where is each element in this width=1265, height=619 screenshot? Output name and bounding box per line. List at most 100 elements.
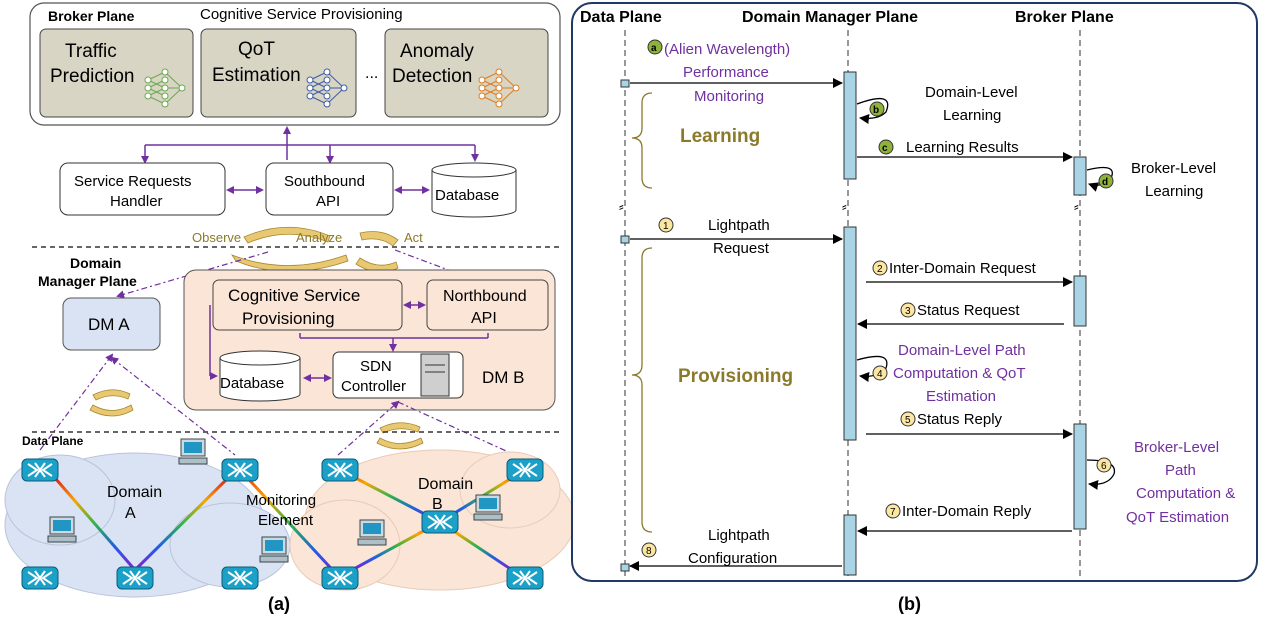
dm-plane-title-2: Manager Plane xyxy=(38,273,137,289)
learning-label: Learning xyxy=(680,126,760,147)
step-b-marker xyxy=(869,101,885,117)
sdn-label-2: Controller xyxy=(341,378,406,395)
caption-b: (b) xyxy=(898,594,921,614)
anomaly-label-2: Detection xyxy=(392,66,472,87)
database-label: Database xyxy=(435,187,499,204)
step-c-letter: c xyxy=(882,143,888,154)
step-b-letter: b xyxy=(873,105,879,116)
perf-mon-2: Performance xyxy=(683,64,769,81)
monitor-pc-icon[interactable] xyxy=(357,519,387,546)
database-icon-dm[interactable] xyxy=(219,350,301,402)
dl-path-3: Estimation xyxy=(926,388,996,405)
router-icon[interactable] xyxy=(506,458,544,482)
sequence-arrows xyxy=(629,78,1116,571)
domain-a-cloud xyxy=(4,452,291,598)
dl-learning-2: Learning xyxy=(943,107,1001,124)
monitoring-label-1: Monitoring xyxy=(246,492,316,509)
inter-domain-request: Inter-Domain Request xyxy=(889,260,1037,277)
router-icon[interactable] xyxy=(421,510,459,534)
step-d-marker xyxy=(1098,173,1114,189)
neural-net-icon-orange xyxy=(478,68,520,108)
router-icon[interactable] xyxy=(321,458,359,482)
monitoring-label-2: Element xyxy=(258,512,314,529)
monitor-pc-icon[interactable] xyxy=(473,494,503,521)
qot-label-1: QoT xyxy=(238,39,275,60)
service-requests-handler[interactable] xyxy=(59,162,226,216)
qot-estimation-box[interactable] xyxy=(200,28,357,118)
csp-dm-label-1: Cognitive Service xyxy=(228,286,360,305)
brace-provisioning xyxy=(631,247,653,533)
step-d-letter: d xyxy=(1102,177,1108,188)
step-5: 5 xyxy=(905,415,911,426)
sb-label-1: Southbound xyxy=(284,173,365,190)
break-mark: ⸗ xyxy=(619,198,624,214)
csp-dm-box[interactable] xyxy=(212,279,403,331)
loop-arrows-small-b xyxy=(376,422,424,450)
northbound-api-box[interactable] xyxy=(426,279,549,331)
data-plane-title: Data Plane xyxy=(22,434,84,448)
domain-a-label-2: A xyxy=(125,505,136,522)
broker-plane-title: Broker Plane xyxy=(48,8,135,24)
srh-label-2: Handler xyxy=(110,193,163,210)
lightpath-request-1: Lightpath xyxy=(708,217,770,234)
break-mark: ⸗ xyxy=(842,198,847,214)
anomaly-label-1: Anomaly xyxy=(400,41,474,62)
monitor-pc-icon[interactable] xyxy=(178,438,208,465)
router-icon[interactable] xyxy=(506,566,544,590)
data-plane-marker xyxy=(620,235,630,244)
broker-connectors xyxy=(141,126,479,194)
bl-learning-2: Learning xyxy=(1145,183,1203,200)
step-a-letter: a xyxy=(651,43,657,54)
data-plane-marker xyxy=(620,563,630,572)
monitor-pc-icon[interactable] xyxy=(259,536,289,563)
traffic-prediction-box[interactable] xyxy=(39,28,194,118)
bl-path-4: QoT Estimation xyxy=(1126,509,1229,526)
router-icon[interactable] xyxy=(116,566,154,590)
dp-dashed-links xyxy=(39,353,516,456)
status-request: Status Request xyxy=(917,302,1020,319)
ellipsis: ... xyxy=(365,65,378,82)
col-broker-plane: Broker Plane xyxy=(1015,9,1114,26)
dm-activation-3 xyxy=(843,514,857,576)
col-data-plane: Data Plane xyxy=(580,9,662,26)
lp-config-1: Lightpath xyxy=(708,527,770,544)
caption-a: (a) xyxy=(268,594,290,614)
southbound-api[interactable] xyxy=(265,162,394,216)
router-icon[interactable] xyxy=(21,566,59,590)
step-3: 3 xyxy=(905,306,911,317)
anomaly-detection-box[interactable] xyxy=(384,28,549,118)
observe-label: Observe xyxy=(192,230,241,245)
db2-label: Database xyxy=(220,375,284,392)
nb-label-2: API xyxy=(471,310,497,327)
server-icon xyxy=(420,353,450,397)
perf-mon-1: (Alien Wavelength) xyxy=(664,41,790,58)
step-1: 1 xyxy=(663,221,669,232)
router-icon[interactable] xyxy=(21,458,59,482)
break-mark: ⸗ xyxy=(1074,198,1079,214)
qot-label-2: Estimation xyxy=(212,65,301,86)
lp-config-2: Configuration xyxy=(688,550,777,567)
act-label: Act xyxy=(404,230,423,245)
step-number-markers xyxy=(641,217,1112,558)
step-a-marker xyxy=(647,39,663,55)
dl-learning-1: Domain-Level xyxy=(925,84,1018,101)
step-7: 7 xyxy=(890,507,896,518)
broker-activation-3 xyxy=(1073,423,1087,530)
dm-b-label: DM B xyxy=(482,368,525,387)
brace-learning xyxy=(631,92,653,189)
bl-learning-1: Broker-Level xyxy=(1131,160,1216,177)
provisioning-label: Provisioning xyxy=(678,366,793,387)
dm-a-box[interactable] xyxy=(62,297,161,351)
monitor-pc-icon[interactable] xyxy=(47,516,77,543)
database-icon[interactable] xyxy=(431,162,517,218)
router-icon[interactable] xyxy=(221,458,259,482)
dm-a-label: DM A xyxy=(88,315,130,334)
router-icon[interactable] xyxy=(321,566,359,590)
dm-activation-1 xyxy=(843,71,857,180)
bl-path-2: Path xyxy=(1165,462,1196,479)
bl-path-3: Computation & xyxy=(1136,485,1235,502)
router-icon[interactable] xyxy=(221,566,259,590)
traffic-label-1: Traffic xyxy=(65,41,117,62)
perf-mon-3: Monitoring xyxy=(694,88,764,105)
